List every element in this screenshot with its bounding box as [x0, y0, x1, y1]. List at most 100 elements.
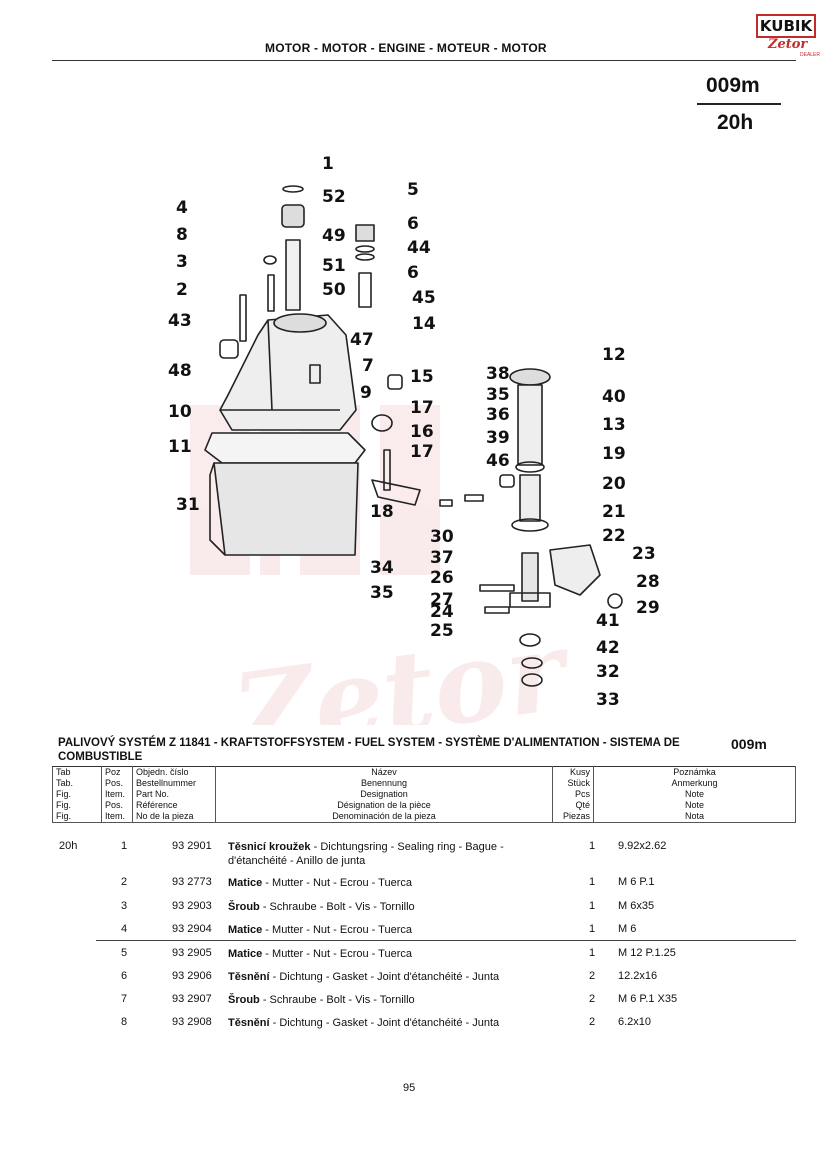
callout-label: 17	[410, 398, 434, 418]
row-pos: 8	[120, 1016, 128, 1028]
row-qty: 2	[588, 1016, 596, 1028]
callout-label: 40	[602, 387, 626, 407]
row-qty: 1	[588, 923, 596, 935]
callout-label: 15	[410, 367, 434, 387]
callout-label: 34	[370, 558, 394, 578]
callout-label: 16	[410, 422, 434, 442]
row-pos: 2	[120, 876, 128, 888]
row-note: 6.2x10	[618, 1016, 652, 1028]
row-desc: Matice - Mutter - Nut - Ecrou - Tuerca	[228, 877, 413, 889]
row-note: M 6 P.1 X35	[618, 993, 678, 1005]
row-note: 9.92x2.62	[618, 840, 667, 852]
callout-label: 51	[322, 256, 346, 276]
row-desc: Matice - Mutter - Nut - Ecrou - Tuerca	[228, 948, 413, 960]
callout-label: 19	[602, 444, 626, 464]
row-desc: Matice - Mutter - Nut - Ecrou - Tuerca	[228, 924, 413, 936]
row-desc: Těsnicí kroužek - Dichtungsring - Sealin…	[228, 841, 504, 867]
code-divider	[697, 103, 781, 105]
callout-label: 31	[176, 495, 200, 515]
row-note: 12.2x16	[618, 970, 658, 982]
callout-label: 37	[430, 548, 454, 568]
callout-label: 4	[176, 198, 188, 218]
callout-label: 3	[176, 252, 188, 272]
callout-label: 11	[168, 437, 192, 457]
kubik-zetor-logo: KUBIK Zetor DEALER	[756, 14, 821, 60]
row-ref: 93 2901	[172, 840, 212, 852]
callout-label: 39	[486, 428, 510, 448]
row-note: M 6	[618, 923, 637, 935]
callout-label: 12	[602, 345, 626, 365]
row-ref: 93 2908	[172, 1016, 212, 1028]
callout-label: 14	[412, 314, 436, 334]
callout-label: 38	[486, 364, 510, 384]
callout-label: 10	[168, 402, 192, 422]
callout-label: 22	[602, 526, 626, 546]
callout-label: 33	[596, 690, 620, 710]
row-pos: 6	[120, 970, 128, 982]
callout-label: 1	[322, 154, 334, 174]
row-qty: 1	[588, 900, 596, 912]
row-ref: 93 2907	[172, 993, 212, 1005]
row-pos: 4	[120, 923, 128, 935]
callout-label: 26	[430, 568, 454, 588]
callout-label: 35	[370, 583, 394, 603]
row-desc: Těsnění - Dichtung - Gasket - Joint d'ét…	[228, 971, 500, 983]
callout-label: 21	[602, 502, 626, 522]
callout-label: 49	[322, 226, 346, 246]
row-pos: 3	[120, 900, 128, 912]
callout-label: 13	[602, 415, 626, 435]
callout-label: 47	[350, 330, 374, 350]
row-desc: Šroub - Schraube - Bolt - Vis - Tornillo	[228, 994, 415, 1006]
callout-label: 50	[322, 280, 346, 300]
row-desc: Těsnění - Dichtung - Gasket - Joint d'ét…	[228, 1017, 500, 1029]
callout-label: 32	[596, 662, 620, 682]
logo-dealer: DEALER	[800, 52, 821, 58]
callout-label: 25	[430, 621, 454, 641]
callout-label: 46	[486, 451, 510, 471]
callout-label: 7	[362, 356, 374, 376]
section-code-top: 009m	[706, 74, 760, 97]
row-pos: 7	[120, 993, 128, 1005]
callout-label: 36	[486, 405, 510, 425]
row-tab: 20h	[59, 840, 78, 852]
callout-label: 35	[486, 385, 510, 405]
section-code-bottom: 20h	[717, 111, 754, 134]
callout-label: 8	[176, 225, 188, 245]
header-divider	[52, 60, 796, 61]
page-number: 95	[403, 1082, 416, 1094]
row-desc: Šroub - Schraube - Bolt - Vis - Tornillo	[228, 901, 415, 913]
callout-label: 27	[430, 590, 454, 610]
callout-label: 17	[410, 442, 434, 462]
row-qty: 2	[588, 970, 596, 982]
row-ref: 93 2905	[172, 947, 212, 959]
callout-label: 6	[407, 214, 419, 234]
logo-sub: Zetor	[768, 37, 808, 52]
callout-label: 9	[360, 383, 372, 403]
row-qty: 1	[588, 876, 596, 888]
row-qty: 1	[588, 840, 596, 852]
row-ref: 93 2906	[172, 970, 212, 982]
logo-brand: KUBIK	[756, 14, 816, 38]
callout-label: 23	[632, 544, 656, 564]
callout-label: 28	[636, 572, 660, 592]
row-divider	[96, 940, 796, 941]
callout-label: 20	[602, 474, 626, 494]
section-code: 009m	[731, 736, 767, 752]
svg-text:Zetor: Zetor	[221, 605, 579, 725]
callout-label: 6	[407, 263, 419, 283]
row-note: M 6x35	[618, 900, 655, 912]
callout-label: 43	[168, 311, 192, 331]
row-pos: 5	[120, 947, 128, 959]
row-ref: 93 2904	[172, 923, 212, 935]
callout-label: 2	[176, 280, 188, 300]
section-title: PALIVOVÝ SYSTÉM Z 11841 - KRAFTSTOFFSYST…	[58, 737, 680, 763]
row-ref: 93 2903	[172, 900, 212, 912]
callout-label: 5	[407, 180, 419, 200]
callout-label: 52	[322, 187, 346, 207]
row-qty: 1	[588, 947, 596, 959]
callout-label: 24	[430, 602, 454, 622]
